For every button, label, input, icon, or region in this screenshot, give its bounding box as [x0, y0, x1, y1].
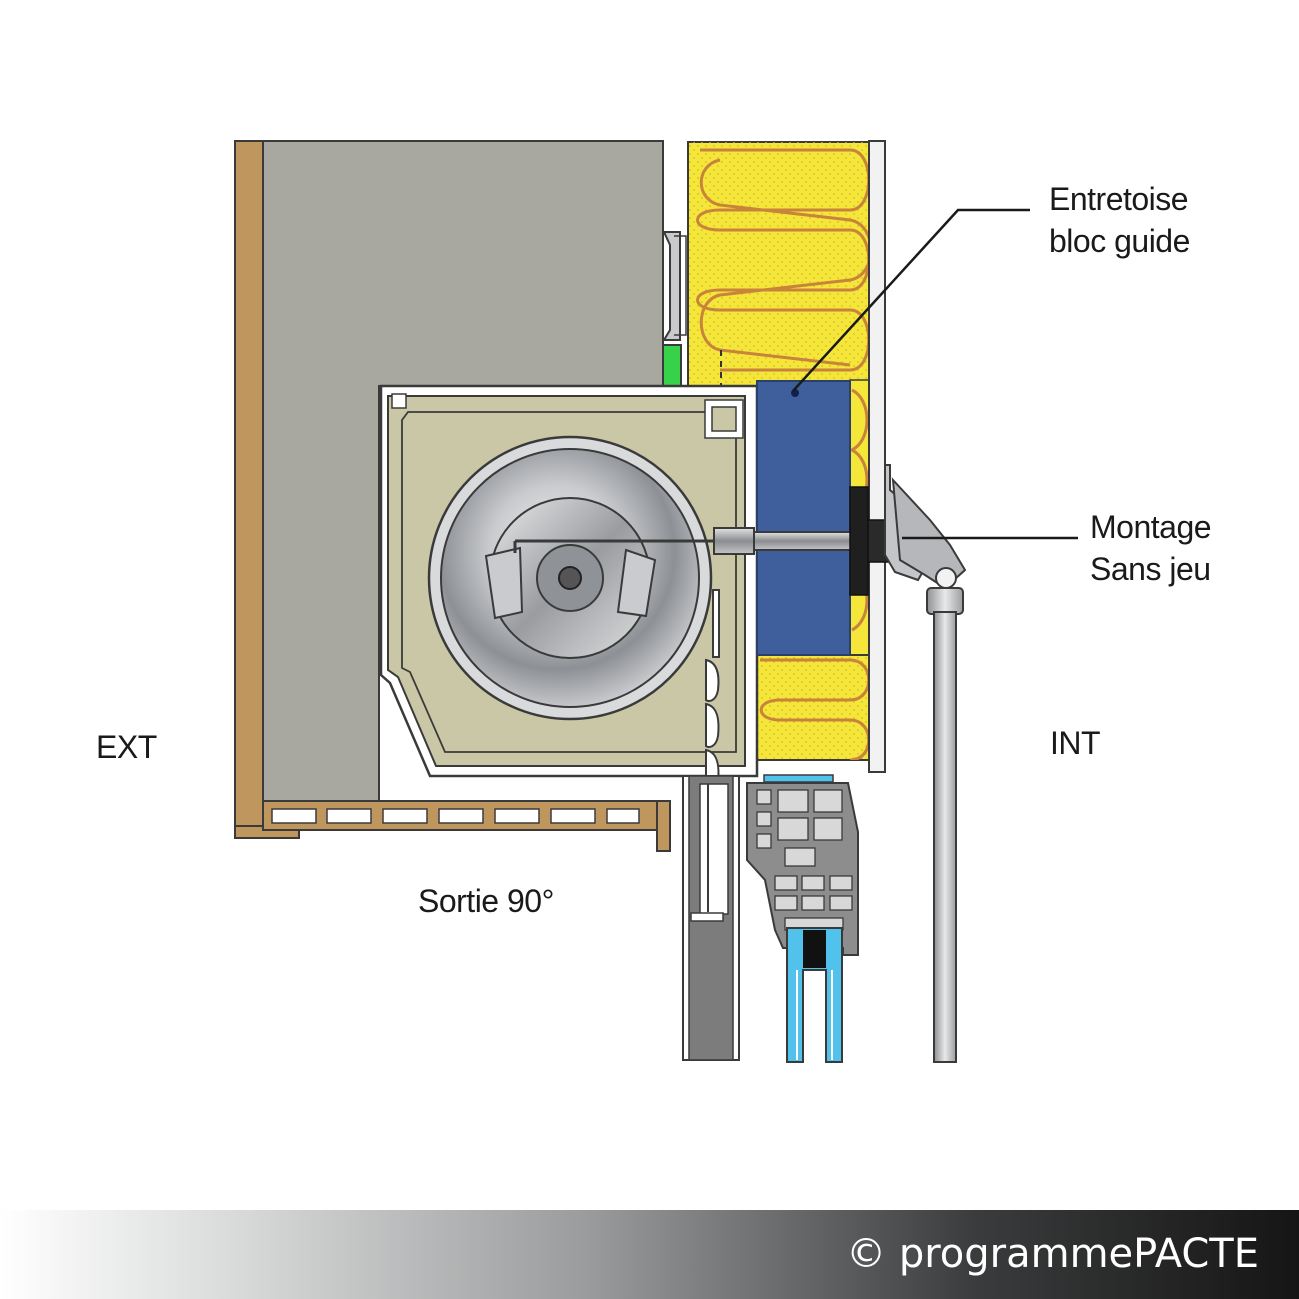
label-exterior: EXT	[96, 729, 157, 765]
label-spacer-guide-block: Entretoise bloc guide	[1049, 178, 1190, 262]
label-line: Entretoise	[1049, 181, 1189, 217]
label-interior: INT	[1050, 725, 1101, 761]
insulation-top	[687, 141, 871, 420]
top-bracket	[662, 231, 687, 341]
label-line: Montage	[1090, 509, 1212, 545]
roller-drum	[427, 435, 720, 721]
copyright-notice: © programmePACTE	[846, 1231, 1259, 1277]
crank-mechanism	[849, 464, 967, 1063]
guide-block-spacer	[756, 380, 851, 656]
leader-lines	[792, 208, 1078, 540]
label-line: Sans jeu	[1090, 551, 1211, 587]
label-outlet-90: Sortie 90°	[418, 883, 554, 919]
footer-gradient-band	[0, 1210, 1299, 1299]
label-zero-play-mounting: Montage Sans jeu	[1090, 506, 1212, 590]
drive-axle	[713, 527, 861, 555]
green-seal	[662, 344, 682, 388]
glazing-unit	[786, 927, 843, 1063]
insulation-side	[754, 379, 871, 761]
guide-rail	[682, 775, 740, 1061]
interior-lining-board	[868, 140, 886, 773]
window-frame-profile	[746, 774, 859, 956]
label-line: bloc guide	[1049, 223, 1190, 259]
under-box-sill	[262, 800, 671, 852]
